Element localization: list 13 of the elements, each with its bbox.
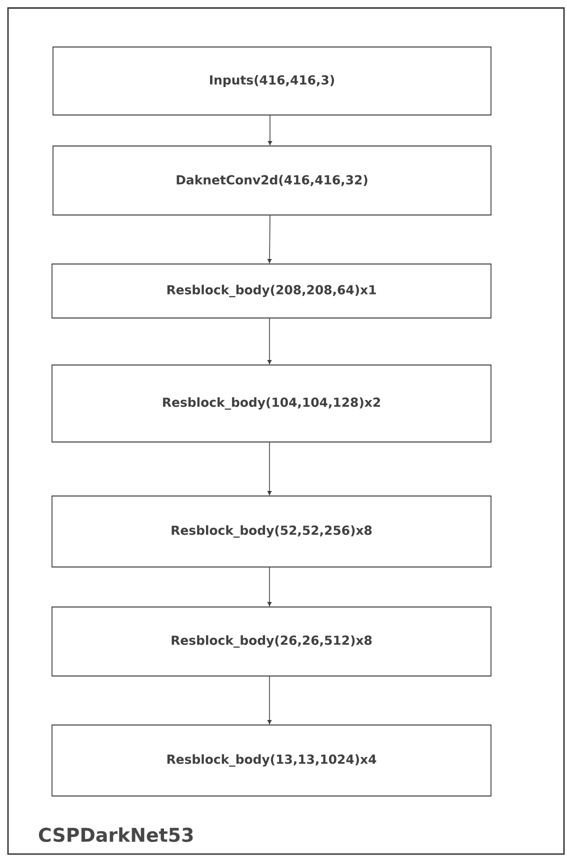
process-box: Resblock_body(26,26,512)x8 xyxy=(52,606,492,676)
arrow xyxy=(267,318,272,364)
process-box: DaknetConv2d(416,416,32) xyxy=(52,146,492,216)
process-box: Resblock_body(13,13,1024)x4 xyxy=(52,724,492,796)
process-box: Inputs(416,416,3) xyxy=(52,46,492,116)
arrow xyxy=(267,442,272,496)
process-box: Resblock_body(104,104,128)x2 xyxy=(52,364,492,442)
arrow xyxy=(268,114,272,146)
arrow xyxy=(267,214,272,264)
arrow xyxy=(267,566,272,606)
process-box: Resblock_body(208,208,64)x1 xyxy=(52,264,492,318)
process-box: Resblock_body(52,52,256)x8 xyxy=(52,496,492,568)
arrow xyxy=(267,676,272,724)
